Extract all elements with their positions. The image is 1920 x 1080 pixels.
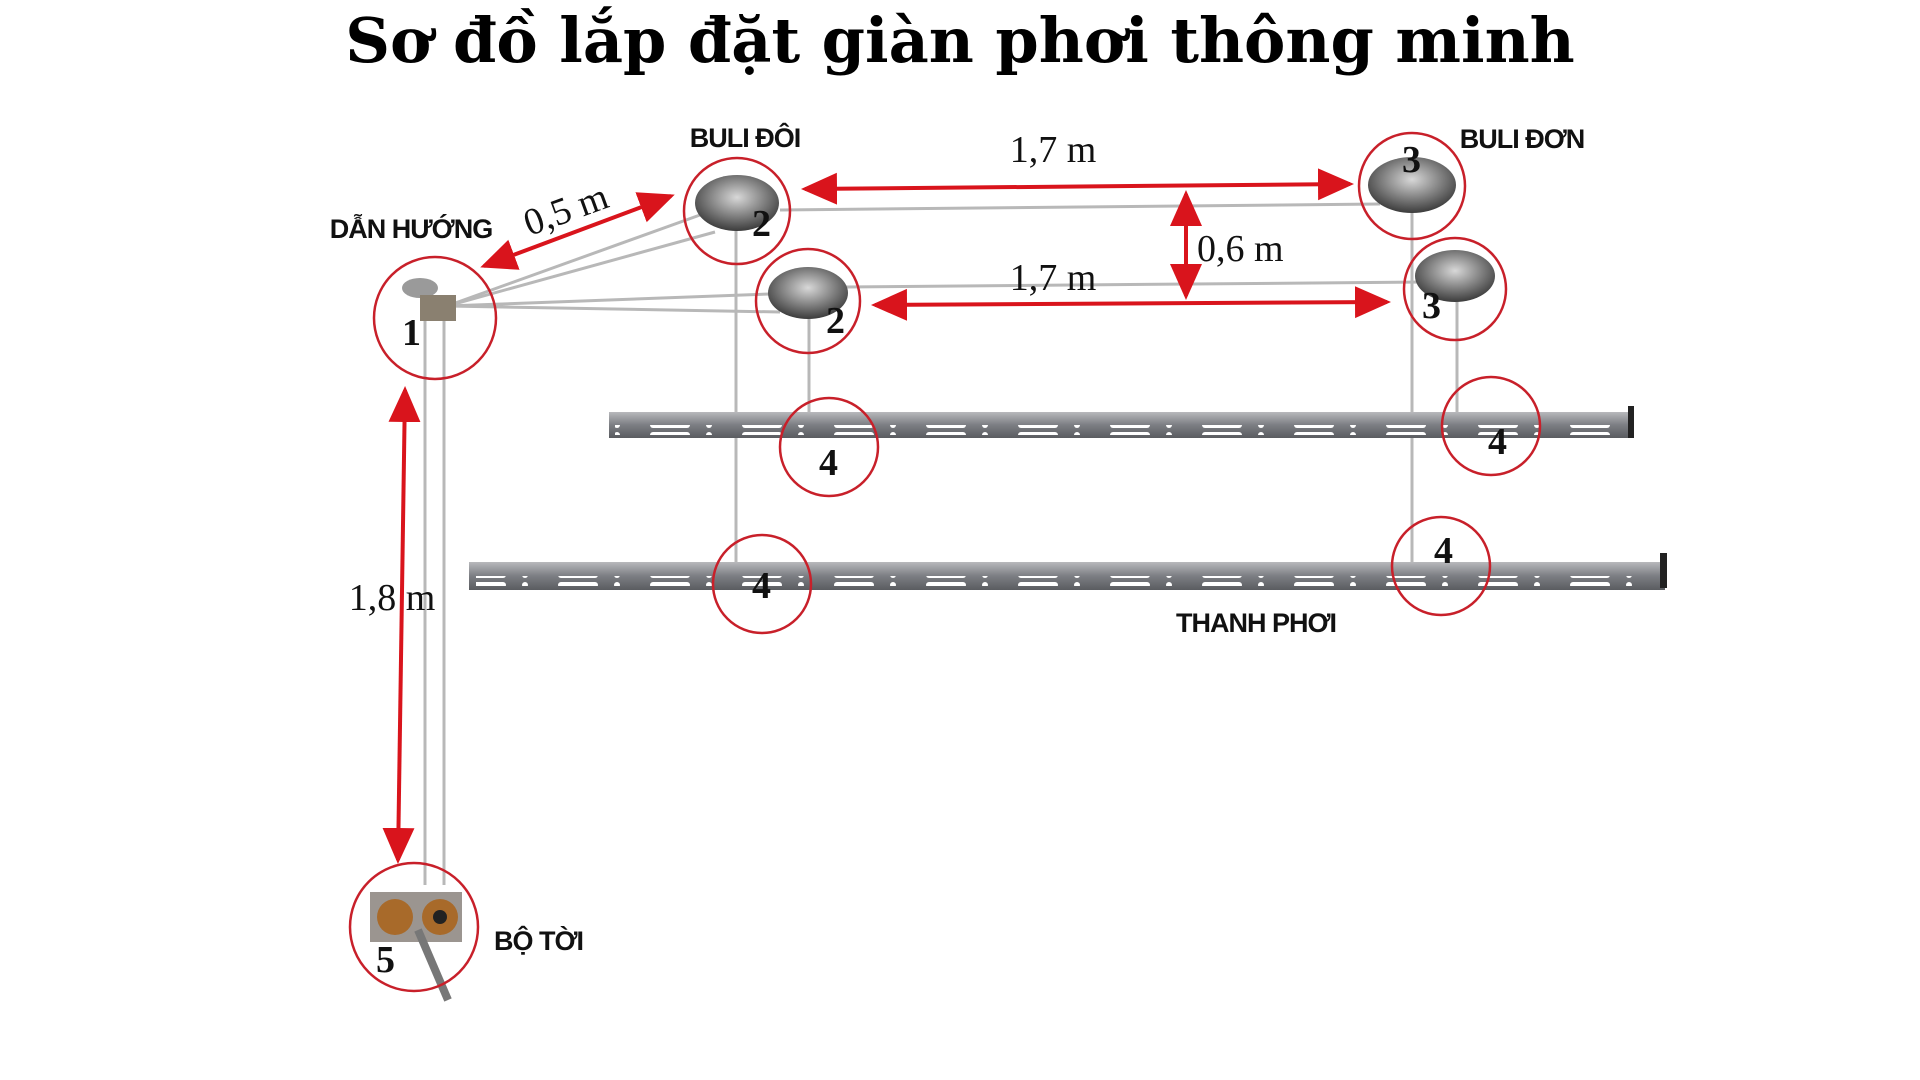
- label-buli-don: BULI ĐƠN: [1460, 124, 1585, 154]
- marker-number-2a: 2: [752, 203, 771, 245]
- marker-number-4b: 4: [1488, 421, 1507, 463]
- marker-number-4c: 4: [752, 565, 771, 607]
- double-pulley-icon: [695, 175, 848, 319]
- label-dan-huong: DẪN HƯỚNG: [330, 213, 492, 244]
- label-bo-toi: BỘ TỜI: [494, 925, 583, 956]
- marker-number-3a: 3: [1402, 139, 1421, 181]
- winch-icon: [370, 892, 462, 1002]
- diagram-title: Sơ đồ lắp đặt giàn phơi thông minh: [345, 4, 1574, 77]
- dimension-arrows: [382, 168, 1391, 864]
- dimension-winch-height: 1,8 m: [349, 577, 436, 619]
- marker-number-5: 5: [376, 939, 395, 981]
- dimension-pulley-gap: 0,6 m: [1197, 228, 1284, 270]
- dimension-top-span: 1,7 m: [1010, 129, 1097, 171]
- drying-bar-upper: [609, 406, 1634, 438]
- marker-number-4a: 4: [819, 442, 838, 484]
- marker-number-2b: 2: [826, 300, 845, 342]
- marker-number-3b: 3: [1422, 285, 1441, 327]
- drying-bar-lower: [469, 553, 1667, 590]
- marker-number-4d: 4: [1434, 530, 1453, 572]
- guide-bracket-icon: [402, 278, 456, 321]
- marker-number-1: 1: [402, 312, 421, 354]
- marker-rings: [348, 131, 1542, 993]
- single-pulley-icon: [1368, 157, 1495, 302]
- label-buli-doi: BULI ĐÔI: [690, 122, 801, 153]
- cables: [423, 202, 1459, 885]
- label-thanh-phoi: THANH PHƠI: [1176, 608, 1336, 638]
- dimension-second-span: 1,7 m: [1010, 257, 1097, 299]
